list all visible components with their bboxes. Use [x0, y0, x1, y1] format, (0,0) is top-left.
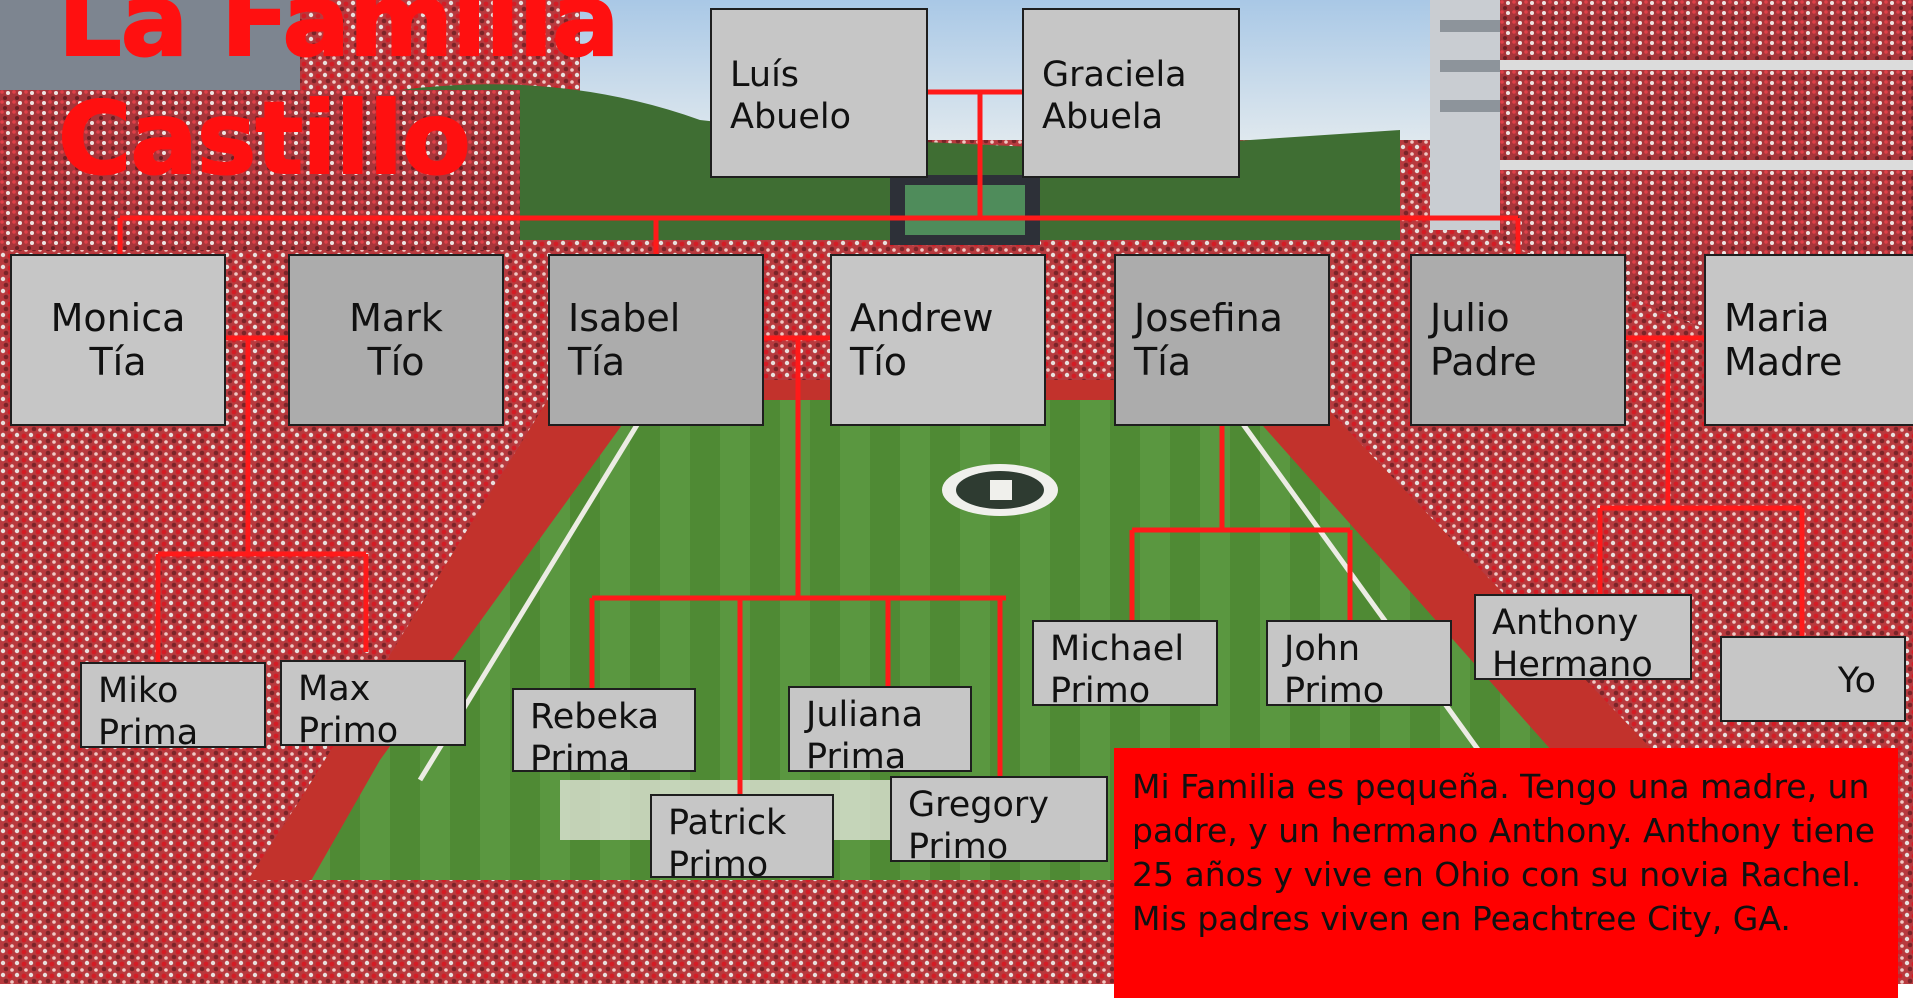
- member-box-graciela: Graciela Abuela: [1022, 8, 1240, 178]
- member-name: Graciela: [1042, 55, 1187, 95]
- member-box-patrick: Patrick Primo: [650, 794, 834, 885]
- connector-josefina-children: [1129, 426, 1353, 624]
- member-box-isabel: Isabel Tía: [548, 254, 764, 426]
- member-box-max: Max Primo: [280, 660, 466, 751]
- member-name: Miko: [98, 671, 179, 711]
- member-role: Hermano: [1492, 645, 1653, 685]
- member-role: Primo: [1284, 671, 1385, 711]
- member-role: Prima: [530, 739, 631, 779]
- member-box-andrew: Andrew Tío: [830, 254, 1046, 426]
- member-role: Tía: [89, 340, 147, 384]
- member-name: Isabel: [568, 296, 681, 340]
- member-name: Rebeka: [530, 697, 660, 737]
- member-name: Juliana: [806, 695, 924, 735]
- member-box-julio: Julio Padre: [1410, 254, 1626, 426]
- member-name: Luís: [730, 55, 800, 95]
- member-box-luis: Luís Abuelo: [710, 8, 928, 178]
- member-box-juliana: Juliana Prima: [788, 686, 972, 777]
- member-role: Abuela: [1042, 97, 1164, 137]
- member-name: Gregory: [908, 785, 1050, 825]
- member-box-yo: Yo: [1720, 636, 1906, 722]
- member-box-miko: Miko Prima: [80, 662, 266, 753]
- member-role: Prima: [806, 737, 907, 777]
- family-description: Mi Familia es pequeña. Tengo una madre, …: [1114, 748, 1898, 998]
- connector-isabel-andrew-children: [589, 338, 1006, 794]
- member-name: Yo: [1837, 661, 1876, 701]
- member-role: Tía: [1134, 340, 1192, 384]
- member-role: Primo: [668, 845, 769, 885]
- member-name: John: [1284, 629, 1361, 669]
- page-title: La Familia Castillo: [57, 0, 620, 198]
- member-name: Josefina: [1134, 296, 1283, 340]
- member-name: Andrew: [850, 296, 994, 340]
- title-line-2: Castillo: [57, 79, 472, 198]
- member-role: Primo: [908, 827, 1009, 867]
- member-box-maria: Maria Madre: [1704, 254, 1913, 426]
- member-box-anthony: Anthony Hermano: [1474, 594, 1692, 685]
- connector-julio-maria-children: [1597, 338, 1805, 638]
- member-name: Maria: [1724, 296, 1830, 340]
- member-role: Primo: [1050, 671, 1151, 711]
- member-box-gregory: Gregory Primo: [890, 776, 1108, 867]
- member-name: Monica: [50, 296, 186, 340]
- title-line-1: La Familia: [57, 0, 620, 80]
- connector-monica-mark-children: [155, 338, 369, 662]
- member-name: Julio: [1430, 296, 1510, 340]
- member-name: Mark: [349, 296, 443, 340]
- member-name: Patrick: [668, 803, 787, 843]
- member-role: Madre: [1724, 340, 1843, 384]
- member-box-rebeka: Rebeka Prima: [512, 688, 696, 779]
- member-name: Anthony: [1492, 603, 1639, 643]
- member-box-josefina: Josefina Tía: [1114, 254, 1330, 426]
- member-box-mark: Mark Tío: [288, 254, 504, 426]
- member-box-michael: Michael Primo: [1032, 620, 1218, 711]
- member-role: Padre: [1430, 340, 1537, 384]
- member-role: Tío: [850, 340, 908, 384]
- member-role: Primo: [298, 711, 399, 751]
- member-role: Tío: [367, 340, 425, 384]
- member-box-monica: Monica Tía: [10, 254, 226, 426]
- member-name: Michael: [1050, 629, 1185, 669]
- member-role: Prima: [98, 713, 199, 753]
- member-role: Abuelo: [730, 97, 852, 137]
- member-name: Max: [298, 669, 371, 709]
- member-role: Tía: [568, 340, 626, 384]
- member-box-john: John Primo: [1266, 620, 1452, 711]
